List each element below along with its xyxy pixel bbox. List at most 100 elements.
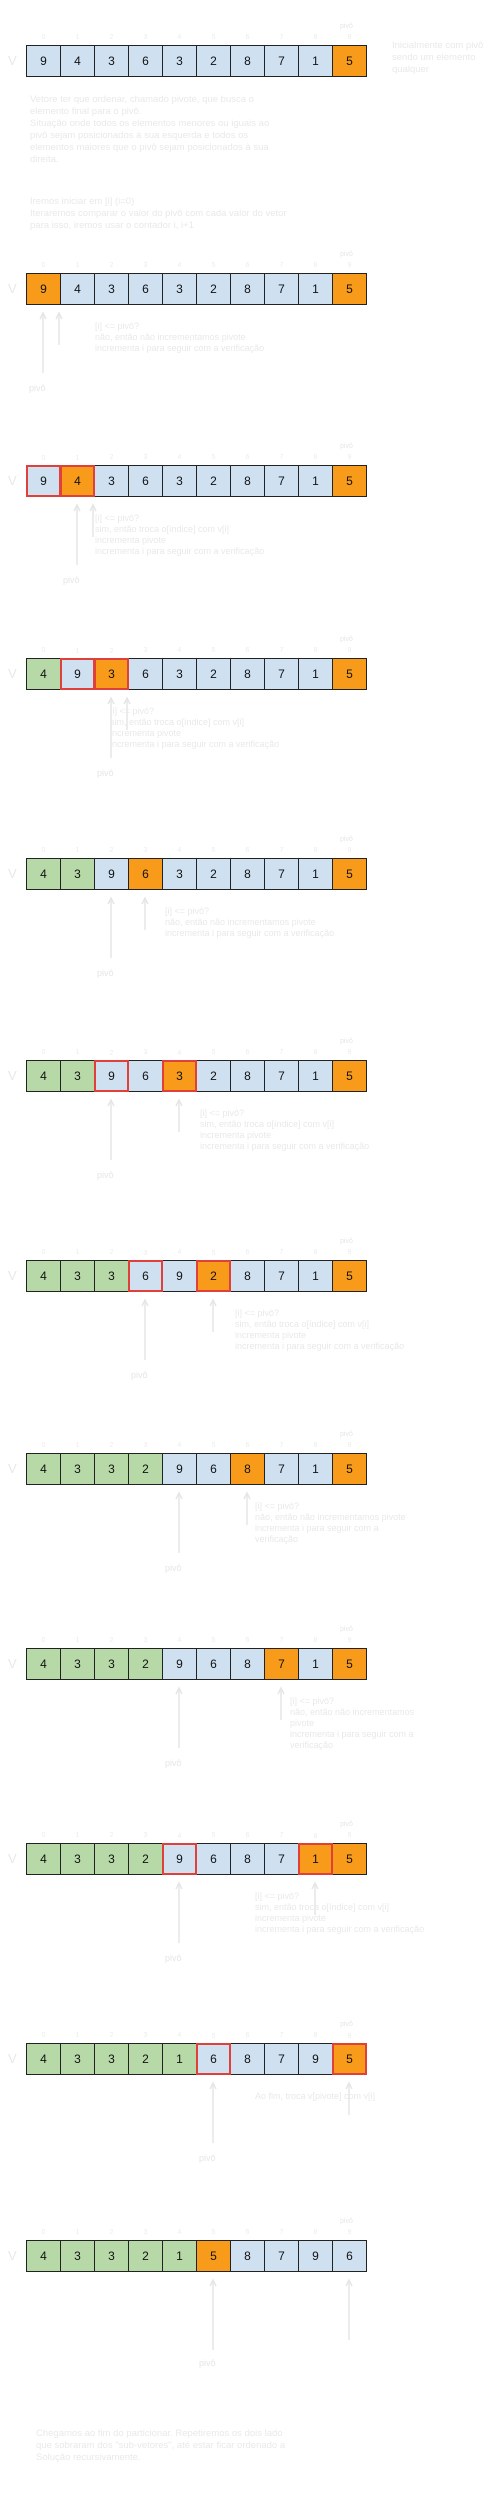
array-index: 4 — [177, 647, 182, 654]
array-index: 5 — [211, 262, 216, 269]
array-index: 5 — [211, 647, 216, 654]
pivot-pointer-label: pivô — [165, 1563, 182, 1573]
vector-label: V — [8, 1068, 17, 1083]
array-index: 7 — [279, 1049, 284, 1056]
arrow-head — [175, 1686, 183, 1695]
cell-value: 3 — [108, 2052, 115, 2066]
array-index: 4 — [177, 1833, 182, 1840]
pivot-tag: pivô — [340, 836, 353, 843]
array-index: 3 — [143, 1250, 148, 1257]
array-index: 3 — [143, 2229, 148, 2236]
array-index: 1 — [75, 1442, 80, 1449]
array-index: 7 — [279, 34, 284, 41]
cell-value: 8 — [244, 1269, 251, 1283]
cell-value: 9 — [176, 1462, 183, 1476]
cell-value: 8 — [244, 2052, 251, 2066]
cell-value: 5 — [346, 282, 353, 296]
array-index: 5 — [211, 454, 216, 461]
cell-value: 8 — [244, 667, 251, 681]
cell-value: 2 — [210, 54, 217, 68]
array-index: 1 — [75, 1049, 80, 1056]
cell-value: 3 — [108, 1462, 115, 1476]
array-index: 6 — [245, 1832, 250, 1839]
cell-value: 2 — [142, 1462, 149, 1476]
arrow-head — [209, 2081, 217, 2090]
array-index: 1 — [75, 847, 80, 854]
array-index: 3 — [143, 1442, 148, 1449]
array-index: 6 — [245, 1442, 250, 1449]
cell-value: 1 — [312, 1657, 319, 1671]
cell-value: 5 — [346, 1657, 353, 1671]
array-index: 7 — [279, 1637, 284, 1644]
array-index: 0 — [41, 647, 46, 654]
cell-value: 3 — [74, 1069, 81, 1083]
array-index: 4 — [177, 262, 182, 269]
pivot-tag: pivô — [340, 1431, 353, 1438]
array-index: 2 — [109, 1050, 114, 1057]
cell-value: 9 — [108, 867, 115, 881]
array-index: 1 — [75, 2032, 80, 2039]
pivot-pointer-label: pivô — [199, 2153, 216, 2163]
cell-value: 1 — [176, 2052, 183, 2066]
pivot-tag: pivô — [340, 1238, 353, 1245]
array-index: 1 — [75, 34, 80, 41]
vector-label: V — [8, 2051, 17, 2066]
cell-value: 6 — [142, 54, 149, 68]
cell-value: 4 — [40, 1462, 47, 1476]
cell-value: 7 — [278, 867, 285, 881]
array-index: 7 — [279, 1249, 284, 1256]
array-index: 5 — [211, 1049, 216, 1056]
cell-value: 1 — [176, 2249, 183, 2263]
array-index: 7 — [279, 454, 284, 461]
pivot-pointer-label: pivô — [29, 383, 46, 393]
cell-value: 7 — [278, 1462, 285, 1476]
array-index: 9 — [347, 454, 352, 461]
step-note: [i] <= pivô? sim, então troca o[índice] … — [95, 513, 265, 556]
cell-value: 2 — [142, 1852, 149, 1866]
array-index: 9 — [347, 2229, 352, 2236]
array-index: 1 — [75, 262, 80, 269]
arrow-head — [107, 1098, 115, 1107]
step-note: [i] <= pivô? sim, então troca o[índice] … — [200, 1108, 370, 1151]
arrow-head — [277, 1686, 285, 1695]
cell-value: 1 — [312, 667, 319, 681]
array-index: 2 — [109, 262, 114, 269]
cell-value: 6 — [142, 282, 149, 296]
cell-value: 8 — [244, 1069, 251, 1083]
cell-value: 1 — [312, 474, 319, 488]
array-index: 6 — [245, 262, 250, 269]
cell-value: 9 — [312, 2249, 319, 2263]
vector-label: V — [8, 473, 17, 488]
cell-value: 5 — [346, 1462, 353, 1476]
